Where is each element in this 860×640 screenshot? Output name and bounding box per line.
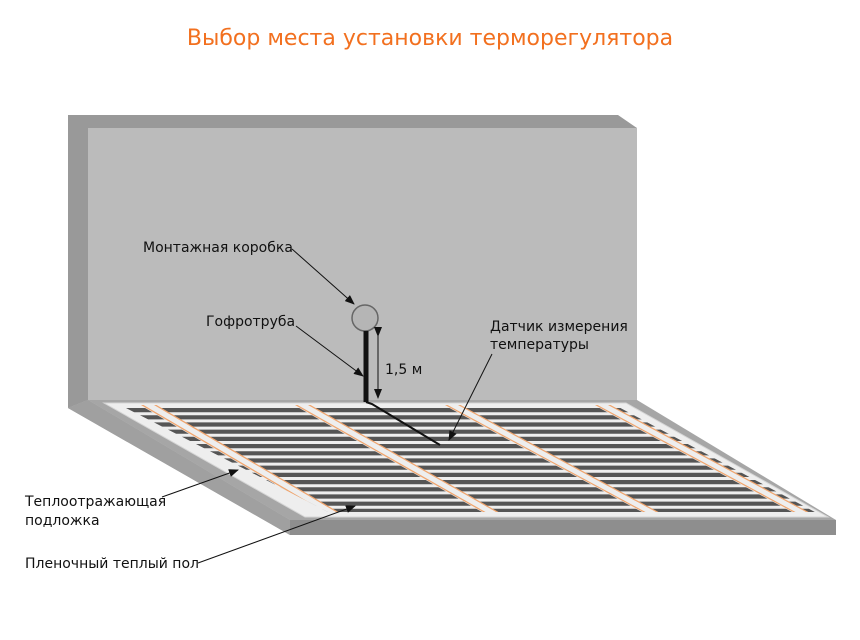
- heating-stripe: [125, 408, 629, 413]
- film-floor-callout: Пленочный теплый пол: [25, 505, 356, 572]
- copper-bands: [140, 405, 809, 512]
- heating-stripe: [265, 480, 764, 485]
- copper-strip: [458, 405, 659, 512]
- sensor-label-line2: температуры: [490, 337, 589, 353]
- height-dimension: 1,5 м: [374, 327, 422, 399]
- heating-film: [125, 408, 815, 512]
- height-label: 1,5 м: [385, 362, 422, 378]
- reflective-callout: Теплоотражающая подложка: [24, 469, 239, 529]
- film-floor-leader: [197, 505, 356, 564]
- copper-strip: [154, 405, 339, 512]
- reflective-label-line2: подложка: [25, 513, 100, 529]
- heating-stripe: [209, 451, 710, 456]
- film-gap: [594, 405, 808, 512]
- wall-face: [88, 128, 637, 400]
- floor-front-edge: [290, 520, 836, 535]
- heating-stripe: [279, 487, 777, 492]
- floor-left-slope: [68, 400, 290, 535]
- sensor-cable: [365, 401, 441, 446]
- copper-strip: [141, 405, 326, 512]
- heating-stripe: [181, 436, 683, 441]
- reflective-label-line1: Теплоотражающая: [24, 494, 166, 510]
- wall: [68, 115, 637, 408]
- heating-stripe: [251, 472, 750, 477]
- conduit-label: Гофротруба: [206, 314, 295, 330]
- heating-stripe: [237, 465, 737, 470]
- heating-stripe: [195, 444, 696, 449]
- film-floor-label: Пленочный теплый пол: [25, 556, 199, 572]
- heating-stripe: [293, 494, 790, 499]
- heating-stripe: [139, 415, 642, 420]
- copper-strip: [595, 405, 796, 512]
- sensor-callout: Датчик измерения температуры: [448, 319, 628, 441]
- junction-box-callout: Монтажная коробка: [143, 240, 355, 305]
- film-gap: [444, 405, 658, 512]
- junction-box: [351, 304, 379, 332]
- copper-strip: [608, 405, 809, 512]
- film-gap: [294, 405, 498, 512]
- junction-box-leader: [291, 248, 355, 305]
- film-gap: [140, 405, 338, 512]
- sensor-label-line1: Датчик измерения: [490, 319, 628, 335]
- conduit-leader: [295, 325, 364, 377]
- heating-stripe: [307, 501, 804, 506]
- heating-stripe: [321, 508, 815, 512]
- heating-stripe: [223, 458, 723, 463]
- reflective-leader: [161, 469, 239, 498]
- conduit-callout: Гофротруба: [206, 314, 364, 377]
- sensor-leader: [448, 353, 493, 441]
- copper-strip: [445, 405, 646, 512]
- copper-strip: [308, 405, 499, 512]
- diagram-title: Выбор места установки терморегулятора: [187, 26, 673, 51]
- junction-box-label: Монтажная коробка: [143, 240, 293, 256]
- copper-strip: [295, 405, 486, 512]
